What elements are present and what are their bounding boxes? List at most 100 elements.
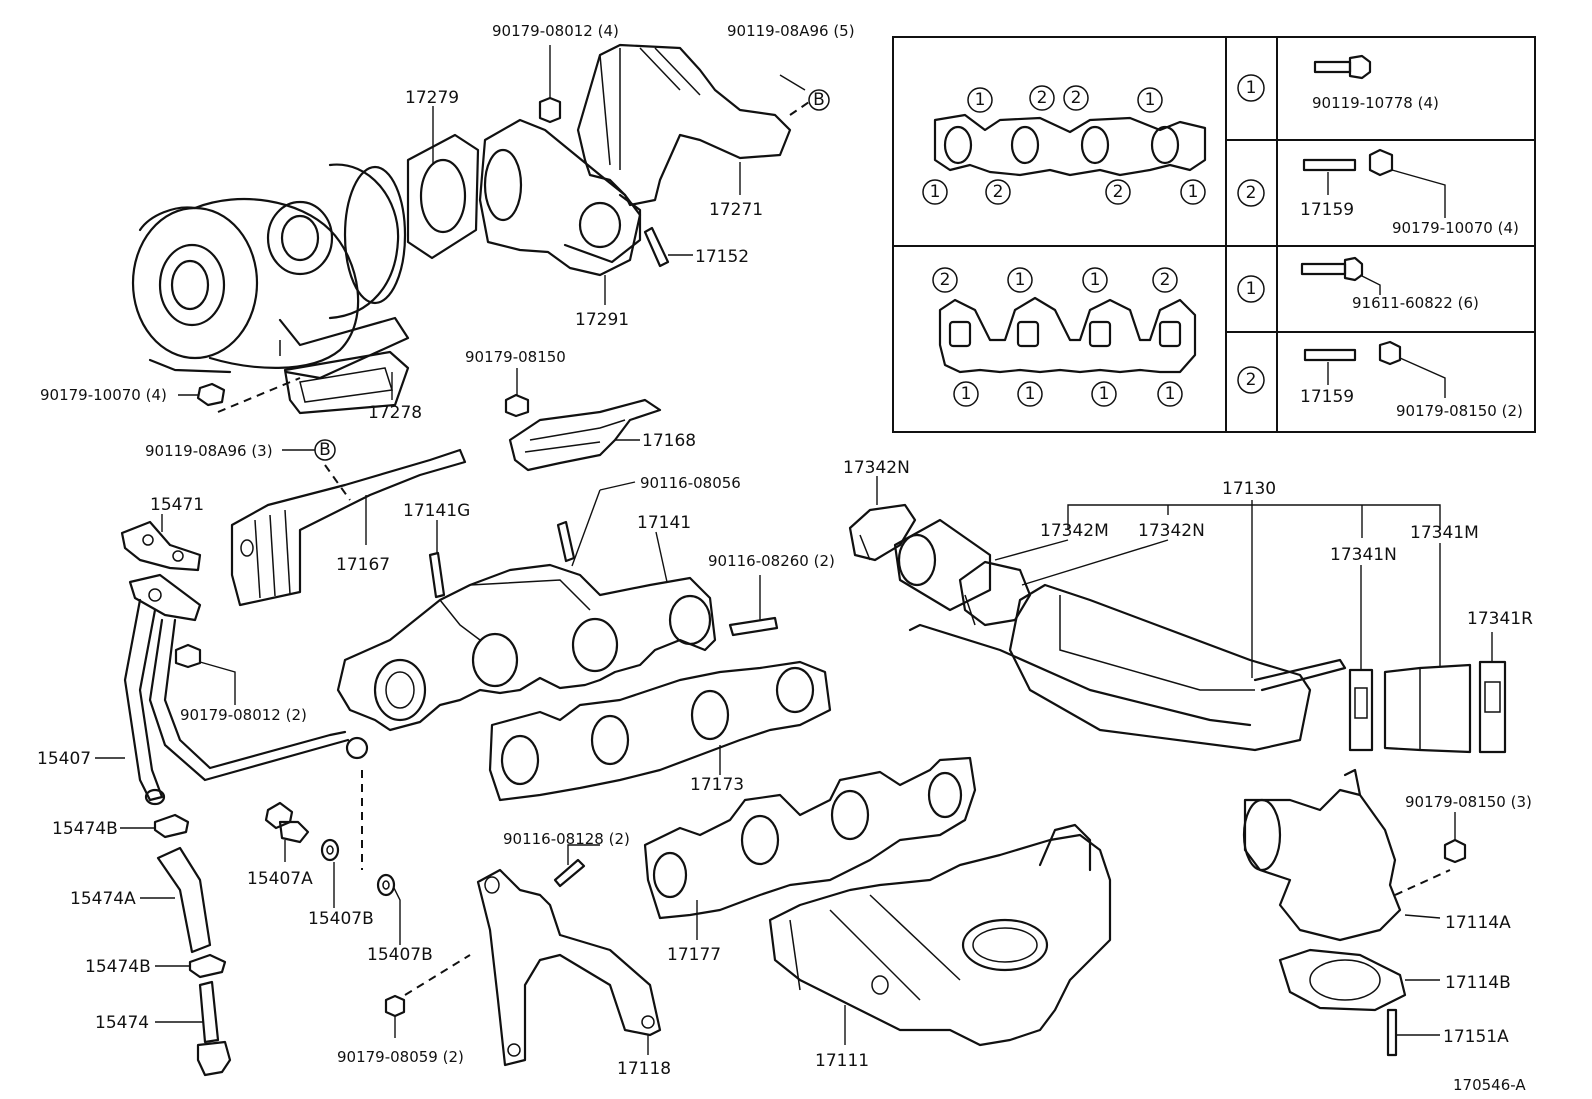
svg-text:1: 1	[1188, 182, 1199, 202]
nut-90179-08150-mid	[504, 368, 530, 418]
svg-text:1: 1	[1025, 384, 1036, 404]
heat-insulator-17271	[576, 43, 792, 207]
callout-90179-08059-2: 90179-08059 (2)	[337, 1048, 464, 1066]
turbine-elbow-17291	[478, 118, 642, 277]
nut-90179-08012-top	[538, 45, 562, 124]
gasket-15407B-left	[320, 838, 340, 908]
figure-reference-number: 170546-A	[1453, 1076, 1526, 1094]
water-outlet-17114A	[1242, 768, 1441, 942]
stud-90116-08260	[728, 575, 779, 637]
table-r3-bolt: 91611-60822 (6)	[1352, 294, 1479, 312]
front-pipe-17130	[908, 583, 1347, 752]
svg-text:2: 2	[1037, 88, 1048, 108]
callout-17177: 17177	[667, 945, 721, 965]
gasket-17114B	[1278, 948, 1440, 1012]
callout-15474B-upper: 15474B	[52, 819, 118, 839]
svg-text:B: B	[319, 440, 331, 460]
svg-text:1: 1	[1090, 270, 1101, 290]
svg-text:2: 2	[1113, 182, 1124, 202]
callout-17141: 17141	[637, 513, 691, 533]
table-r2-nut: 90179-10070 (4)	[1392, 219, 1519, 237]
gasket-15471	[120, 514, 202, 572]
nut-90179-08012-pipe	[174, 643, 236, 705]
table-r4-stud: 17159	[1300, 387, 1354, 407]
pipe-17341M	[1383, 543, 1472, 754]
pipe-section-17342M	[893, 518, 992, 612]
svg-text:1: 1	[1015, 270, 1026, 290]
table-r4-nut: 90179-08150 (2)	[1396, 402, 1523, 420]
callout-17342N-right: 17342N	[1138, 521, 1205, 541]
callout-17342M: 17342M	[1040, 521, 1109, 541]
callout-90179-08150: 90179-08150	[465, 348, 566, 366]
gasket-top-marks: 1 2 2 1 1 2 2 1	[922, 85, 1206, 205]
callout-17342N-left: 17342N	[843, 458, 910, 478]
leaders-17130	[994, 500, 1441, 678]
callout-90179-08012-2: 90179-08012 (2)	[180, 706, 307, 724]
callout-17111: 17111	[815, 1051, 869, 1071]
circle-ref-b-top: B	[808, 89, 830, 111]
hose-15474A	[140, 846, 212, 954]
bracket-17118	[476, 868, 662, 1067]
callout-15407B-right: 15407B	[367, 945, 433, 965]
svg-text:1: 1	[1246, 78, 1257, 98]
svg-text:1: 1	[930, 182, 941, 202]
circle-ref-b-left: B	[314, 439, 336, 461]
heat-insulator-17167	[230, 448, 467, 607]
union-bolt-15407A	[264, 801, 310, 862]
nut-90179-10070	[178, 377, 301, 413]
svg-text:2: 2	[1246, 370, 1257, 390]
clip-15474B-upper	[120, 813, 190, 839]
gasket-17173	[488, 660, 832, 802]
callout-15407: 15407	[37, 749, 91, 769]
svg-text:2: 2	[1246, 183, 1257, 203]
leader-90119-08A96-5	[779, 74, 806, 91]
callout-15407A: 15407A	[247, 869, 313, 889]
clip-15474B-lower	[155, 953, 227, 979]
callout-15474: 15474	[95, 1013, 149, 1033]
callout-90116-08056: 90116-08056	[640, 474, 741, 492]
gasket-17341R	[1478, 632, 1507, 754]
stud-90116-08056	[556, 520, 576, 563]
table-r2-stud: 17159	[1300, 200, 1354, 220]
table-key-circles: 1 2 1 2	[1237, 74, 1265, 394]
callout-17173: 17173	[690, 775, 744, 795]
callout-17168: 17168	[642, 431, 696, 451]
stud-17141G	[428, 520, 446, 599]
callout-15474B-lower: 15474B	[85, 957, 151, 977]
callout-90119-08A96-3: 90119-08A96 (3)	[145, 442, 273, 460]
callout-17114A: 17114A	[1445, 913, 1511, 933]
oil-pipe-15407	[123, 573, 369, 806]
gasket-17341N	[1348, 565, 1374, 752]
callout-17341N: 17341N	[1330, 545, 1397, 565]
svg-text:2: 2	[940, 270, 951, 290]
callout-90116-08260-2: 90116-08260 (2)	[708, 552, 835, 570]
gasket-17279	[406, 133, 480, 260]
callout-15474A: 15474A	[70, 889, 136, 909]
clamp-17342N-right	[958, 560, 1032, 627]
callout-90179-08012-4: 90179-08012 (4)	[492, 22, 619, 40]
stud-17151A	[1386, 1008, 1440, 1057]
callout-15407B-left: 15407B	[308, 909, 374, 929]
callout-17341M: 17341M	[1410, 523, 1479, 543]
gasket-bottom-marks: 2 1 1 2 1 1 1 1	[932, 267, 1183, 407]
callout-17279: 17279	[405, 88, 459, 108]
callout-17114B: 17114B	[1445, 973, 1511, 993]
table-r1-bolt: 90119-10778 (4)	[1312, 94, 1439, 112]
callout-90119-08A96-5: 90119-08A96 (5)	[727, 22, 855, 40]
svg-text:2: 2	[1160, 270, 1171, 290]
callout-17152: 17152	[695, 247, 749, 267]
heat-insulator-17168	[508, 398, 662, 472]
pipe-15474	[155, 980, 232, 1077]
callout-17278: 17278	[368, 403, 422, 423]
svg-text:1: 1	[1145, 90, 1156, 110]
gasket-17177	[643, 756, 977, 940]
svg-text:2: 2	[1071, 88, 1082, 108]
dash-b-top	[789, 99, 813, 116]
callout-17291: 17291	[575, 310, 629, 330]
svg-text:1: 1	[961, 384, 972, 404]
svg-text:1: 1	[975, 90, 986, 110]
exhaust-manifold-17141	[336, 481, 717, 732]
callout-17271: 17271	[709, 200, 763, 220]
gasket-15407B-right	[376, 873, 401, 945]
callout-17118: 17118	[617, 1059, 671, 1079]
